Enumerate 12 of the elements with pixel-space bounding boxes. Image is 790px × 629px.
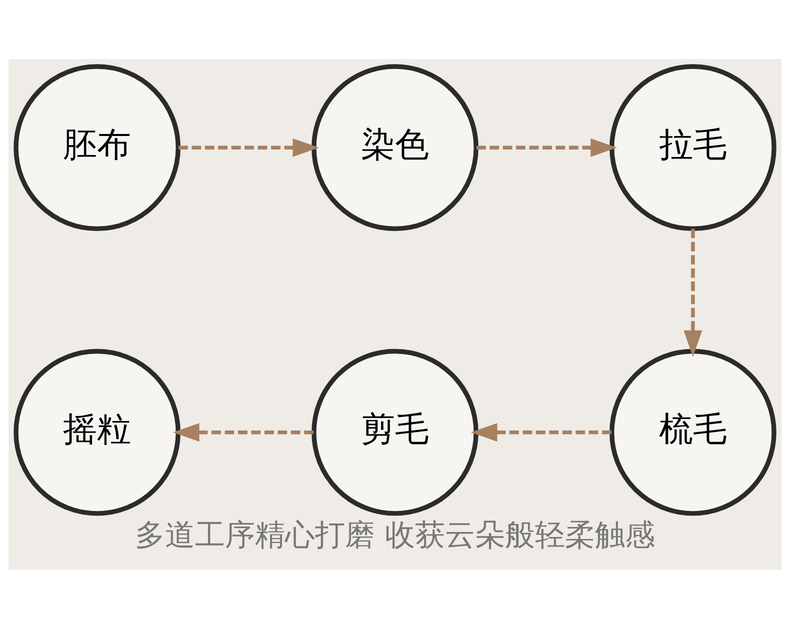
- node-circle: 胚布: [14, 64, 181, 232]
- arrow: [470, 423, 612, 442]
- arrow: [178, 138, 320, 157]
- arrow: [684, 228, 702, 357]
- caption: 多道工序精心打磨 收获云朵般轻柔触感: [135, 518, 655, 554]
- arrow: [476, 138, 618, 157]
- arrow: [172, 423, 314, 442]
- node-circle: 剪毛: [312, 348, 478, 516]
- node-circle: 摇粒: [14, 348, 181, 516]
- node-circle: 拉毛: [609, 64, 776, 232]
- node-circle: 染色: [312, 64, 478, 232]
- node-circle: 梳毛: [609, 348, 776, 516]
